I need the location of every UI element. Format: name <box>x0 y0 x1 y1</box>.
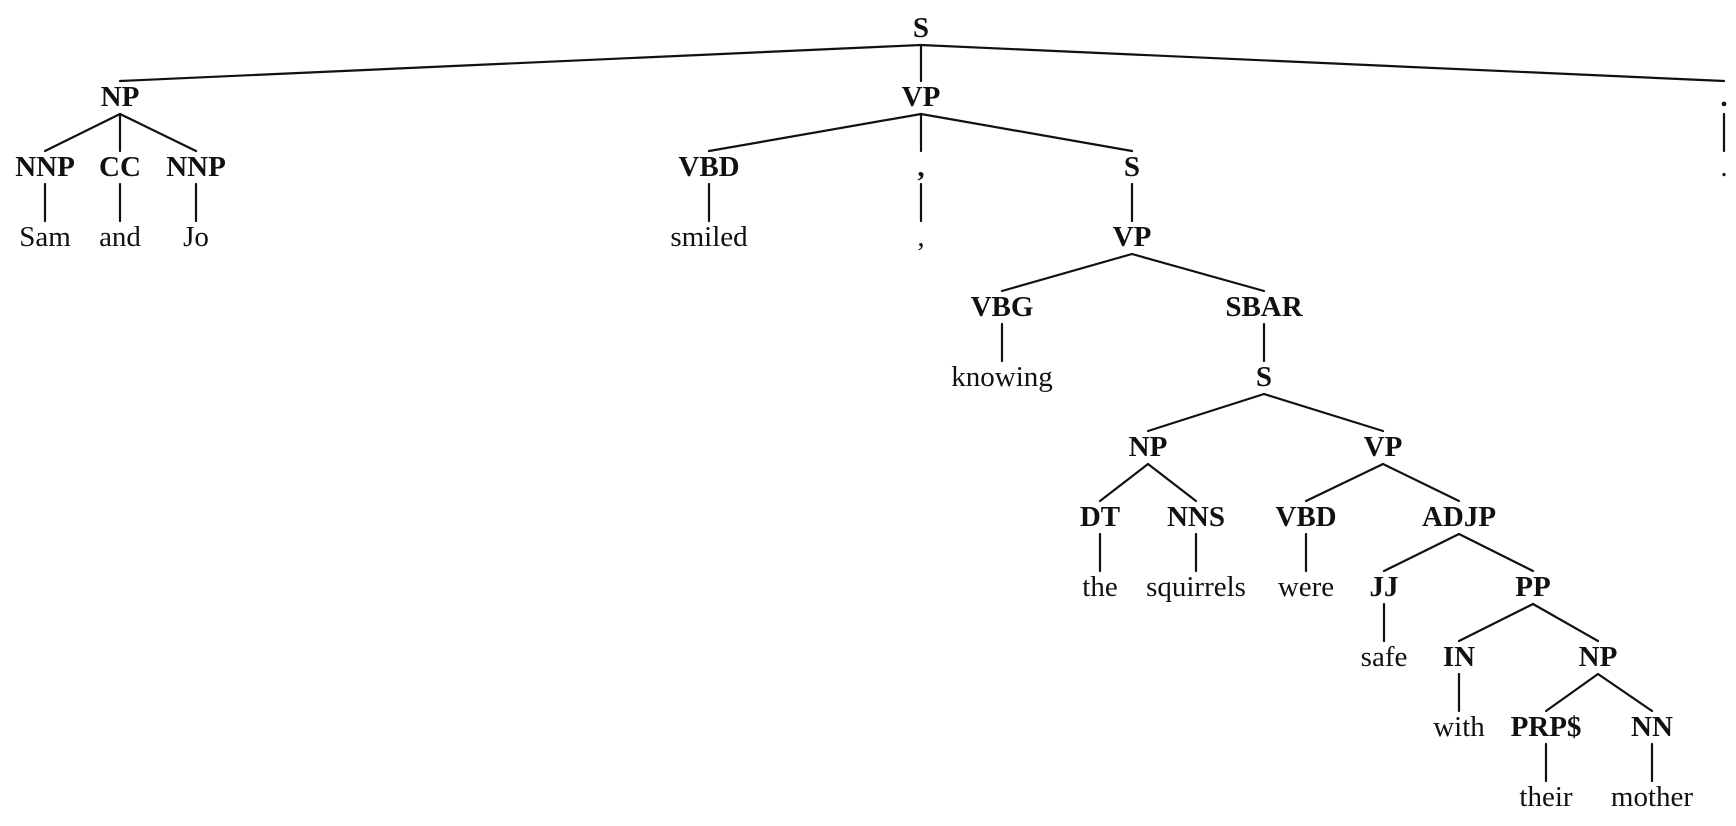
edge-vp2-sbar1 <box>1130 252 1266 293</box>
word-label-w_the: the <box>1082 571 1117 603</box>
category-label-cc1: CC <box>99 151 141 183</box>
edge-vp1-s1 <box>919 112 1134 153</box>
category-label-dt1: DT <box>1080 501 1120 533</box>
word-label-w_smiled: smiled <box>670 221 748 253</box>
edge-adjp1-pp1 <box>1457 532 1535 573</box>
edge-np1-nnp1 <box>43 112 122 153</box>
edge-np3-nn1 <box>1596 672 1654 713</box>
edge-pp1-np3 <box>1531 602 1600 643</box>
category-label-s2: S <box>1256 361 1272 393</box>
category-label-com1: , <box>917 151 924 183</box>
category-label-prp1: PRP$ <box>1511 711 1582 743</box>
category-label-pp1: PP <box>1515 571 1550 603</box>
edge-np2-dt1 <box>1098 462 1150 503</box>
word-label-w_knowing: knowing <box>951 361 1053 393</box>
word-label-w_dot: . <box>1720 151 1727 183</box>
edge-vp1-vbd1 <box>707 112 923 153</box>
edge-vp3-adjp1 <box>1381 462 1461 503</box>
category-label-nnp1: NNP <box>15 151 75 183</box>
edge-pp1-in1 <box>1457 602 1535 643</box>
category-label-np3: NP <box>1579 641 1618 673</box>
word-label-w_sam: Sam <box>19 221 71 253</box>
edge-s0-dot1 <box>919 43 1726 83</box>
category-label-vbd1: VBD <box>678 151 739 183</box>
word-label-w_were: were <box>1278 571 1334 603</box>
category-label-jj1: JJ <box>1370 571 1399 603</box>
word-label-w_mother: mother <box>1611 781 1693 813</box>
word-label-w_their: their <box>1519 781 1572 813</box>
edge-np2-nns1 <box>1146 462 1198 503</box>
category-label-nn1: NN <box>1631 711 1673 743</box>
edge-vp2-vbg1 <box>1000 252 1134 293</box>
edge-vp3-vbd2 <box>1304 462 1385 503</box>
category-label-np1: NP <box>101 81 140 113</box>
category-label-vbg1: VBG <box>971 291 1034 323</box>
edge-s2-np2 <box>1146 392 1266 433</box>
category-label-np2: NP <box>1129 431 1168 463</box>
word-label-w_with: with <box>1433 711 1485 743</box>
edge-np1-nnp2 <box>118 112 198 153</box>
category-label-vp2: VP <box>1113 221 1152 253</box>
edge-s0-np1 <box>118 43 923 83</box>
edge-s2-vp3 <box>1262 392 1385 433</box>
edge-adjp1-jj1 <box>1382 532 1461 573</box>
word-label-w_and: and <box>99 221 141 253</box>
category-label-vp1: VP <box>902 81 941 113</box>
category-label-adjp1: ADJP <box>1422 501 1496 533</box>
category-label-dot1: . <box>1720 81 1727 113</box>
category-label-sbar1: SBAR <box>1225 291 1303 323</box>
tree-edges <box>43 43 1726 783</box>
category-label-vbd2: VBD <box>1275 501 1336 533</box>
category-label-nnp2: NNP <box>166 151 226 183</box>
category-label-s1: S <box>1124 151 1140 183</box>
word-label-w_safe: safe <box>1361 641 1408 673</box>
category-label-vp3: VP <box>1364 431 1403 463</box>
category-label-nns1: NNS <box>1167 501 1225 533</box>
word-label-w_jo: Jo <box>183 221 209 253</box>
edge-np3-prp1 <box>1544 672 1600 713</box>
word-label-w_squirrels: squirrels <box>1146 571 1246 603</box>
word-label-w_comma: , <box>917 221 924 253</box>
category-label-s0: S <box>913 12 929 44</box>
category-label-in1: IN <box>1443 641 1475 673</box>
